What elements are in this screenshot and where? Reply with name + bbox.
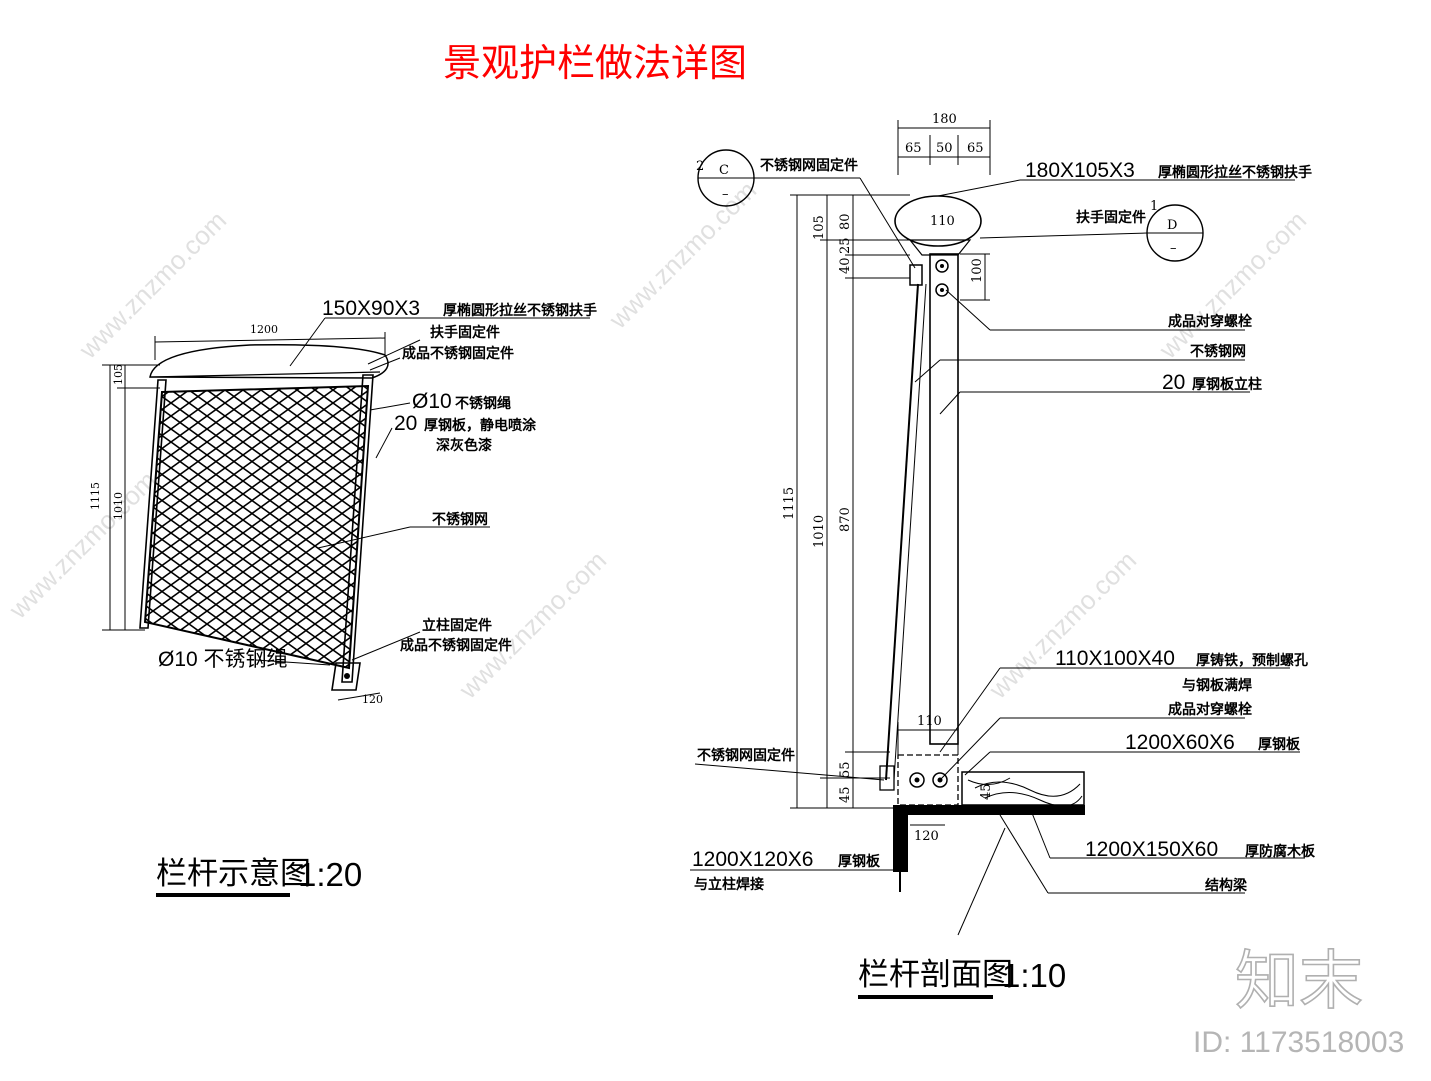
left-rope-spec: Ø10 — [412, 390, 452, 413]
angle-desc: 厚钢板 — [838, 853, 881, 870]
cast-desc2: 与钢板满焊 — [1182, 677, 1252, 694]
callout-d-num: 1 — [1150, 199, 1158, 214]
callout-c-letter: C — [719, 163, 729, 178]
dim-80: 80 — [838, 213, 853, 230]
right-post — [929, 253, 959, 745]
left-scale: 1:20 — [298, 856, 362, 893]
handrail-spec: 180X105X3 — [1025, 159, 1135, 182]
watermark-text: www.znzmo.com — [2, 465, 162, 625]
bolt2-label: 成品对穿螺栓 — [1168, 701, 1252, 718]
dim-40: 40 — [838, 257, 853, 274]
cast-desc: 厚铸铁，预制螺孔 — [1196, 652, 1308, 669]
mesh-fix2-label: 不锈钢网固定件 — [697, 747, 795, 764]
dim-55: 55 — [838, 761, 853, 778]
left-mesh-panel — [143, 384, 370, 670]
dim-1010: 1010 — [112, 492, 125, 520]
right-mesh-line — [885, 283, 919, 781]
left-handrail — [149, 343, 389, 379]
dim-65a: 65 — [905, 141, 922, 156]
dim-45b: 45 — [979, 783, 994, 800]
watermark-text: www.znzmo.com — [602, 175, 762, 335]
dim-100: 100 — [970, 258, 985, 283]
dim-120: 120 — [914, 829, 939, 844]
angle-spec: 1200X120X6 — [692, 848, 813, 871]
steel-angle — [893, 805, 1085, 872]
dim-120: 120 — [362, 693, 383, 706]
dim-110-base: 110 — [917, 714, 942, 729]
left-handrail-desc: 厚椭圆形拉丝不锈钢扶手 — [443, 302, 597, 319]
left-stainless-fix2: 成品不锈钢固定件 — [400, 637, 512, 654]
dim-width: 1200 — [250, 323, 278, 336]
post-spec: 20 — [1162, 371, 1185, 394]
page-title: 景观护栏做法详图 — [443, 41, 747, 85]
handrail-desc: 厚椭圆形拉丝不锈钢扶手 — [1158, 164, 1312, 181]
plate-desc: 厚钢板 — [1258, 736, 1301, 753]
left-post — [139, 379, 167, 629]
right-caption: 栏杆剖面图 — [858, 957, 1013, 993]
mesh-fix-label: 不锈钢网固定件 — [760, 157, 858, 174]
left-plate-spec: 20 — [394, 412, 417, 435]
dim-1115: 1115 — [782, 487, 797, 520]
left-handrail-fix: 扶手固定件 — [430, 324, 500, 341]
dim-870: 870 — [838, 507, 853, 532]
handrail-fix-label: 扶手固定件 — [1076, 209, 1146, 226]
dim-1010: 1010 — [812, 515, 827, 548]
left-railing-view: 1200 105 1115 1010 120 150X90X3 厚椭圆形拉丝不锈… — [89, 297, 597, 897]
left-plate-desc: 厚钢板，静电喷涂 — [424, 417, 537, 434]
left-rope-bottom: Ø10 不锈钢绳 — [158, 648, 288, 671]
callout-d-dash: – — [1170, 241, 1177, 256]
left-handrail-spec: 150X90X3 — [322, 297, 420, 320]
angle-desc2: 与立柱焊接 — [694, 876, 764, 893]
cast-spec: 110X100X40 — [1055, 647, 1175, 670]
left-rope-desc: 不锈钢绳 — [455, 395, 511, 412]
left-caption: 栏杆示意图 — [156, 856, 311, 892]
mesh-label: 不锈钢网 — [1190, 343, 1246, 360]
beam-label: 结构梁 — [1205, 877, 1248, 894]
dim-50: 50 — [936, 141, 953, 156]
dim-45a: 45 — [838, 786, 853, 803]
image-id: ID: 1173518003 — [1193, 1026, 1404, 1059]
dim-110-oval: 110 — [930, 214, 955, 229]
right-section-view: 180 65 50 65 110 100 110 — [690, 112, 1316, 999]
plate-spec: 1200X60X6 — [1125, 731, 1235, 754]
dim-25: 25 — [838, 237, 853, 254]
right-post — [341, 374, 374, 683]
callout-d-letter: D — [1167, 218, 1177, 233]
left-mesh-label: 不锈钢网 — [432, 511, 488, 528]
callout-c-dash: – — [722, 187, 729, 202]
left-plate-desc2: 深灰色漆 — [436, 437, 492, 454]
dim-180: 180 — [932, 112, 957, 127]
wood-desc: 厚防腐木板 — [1245, 843, 1316, 860]
brand-logo: 知末 — [1235, 945, 1363, 1019]
dim-1115: 1115 — [89, 482, 102, 510]
callout-c-num: 2 — [696, 159, 704, 174]
dim-65b: 65 — [967, 141, 984, 156]
dim-105: 105 — [112, 364, 125, 385]
right-scale: 1:10 — [1002, 957, 1066, 994]
cast-iron-base — [897, 754, 959, 806]
left-stainless-fix: 成品不锈钢固定件 — [402, 345, 514, 362]
left-post-fix: 立柱固定件 — [422, 617, 492, 634]
post-desc: 厚钢板立柱 — [1192, 376, 1262, 393]
wood-board — [961, 771, 1085, 806]
bolt-label: 成品对穿螺栓 — [1168, 313, 1252, 330]
dim-105: 105 — [812, 215, 827, 240]
watermark-text: www.znzmo.com — [982, 545, 1142, 705]
wood-spec: 1200X150X60 — [1085, 838, 1218, 861]
